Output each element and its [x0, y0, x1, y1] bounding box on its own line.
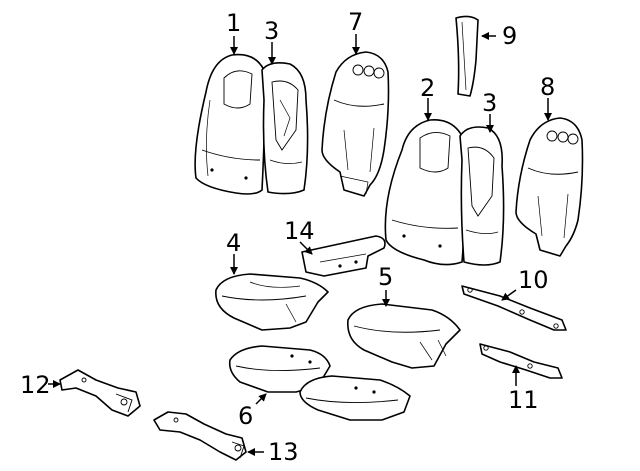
- callout-11: 11: [508, 386, 539, 414]
- cushion-trim: [301, 235, 386, 277]
- seatback-frame-left: [321, 51, 390, 197]
- callout-3-left: 3: [264, 17, 280, 45]
- leader-arrows: [48, 32, 552, 456]
- seat-cushion-left: [215, 273, 329, 331]
- callout-1: 1: [226, 9, 242, 37]
- seatback-frame-right: [515, 117, 584, 257]
- callout-8: 8: [540, 73, 556, 101]
- seat-adjuster-left: [59, 369, 141, 417]
- seatback-cover-left: [194, 53, 266, 195]
- callout-5: 5: [378, 263, 394, 291]
- seatback-cover-right: [384, 119, 466, 266]
- callout-2: 2: [420, 74, 436, 102]
- seat-track-bracket-lower: [479, 343, 563, 379]
- callout-10: 10: [518, 266, 549, 294]
- seat-adjuster-lower: [153, 411, 247, 461]
- seat-cushion-pads: [228, 345, 411, 421]
- seat-cushion-right: [347, 303, 461, 369]
- callout-6: 6: [238, 402, 254, 430]
- callout-14: 14: [284, 217, 315, 245]
- seatback-panel-left: [261, 62, 309, 195]
- callout-9: 9: [502, 22, 518, 50]
- seatback-panel-right: [459, 126, 505, 266]
- callout-7: 7: [348, 8, 364, 36]
- callout-4: 4: [226, 229, 242, 257]
- callout-13: 13: [268, 438, 299, 466]
- callout-12: 12: [20, 371, 51, 399]
- seat-track-bracket-upper: [461, 285, 567, 331]
- callout-3-right: 3: [482, 89, 498, 117]
- trim-panel: [455, 15, 479, 97]
